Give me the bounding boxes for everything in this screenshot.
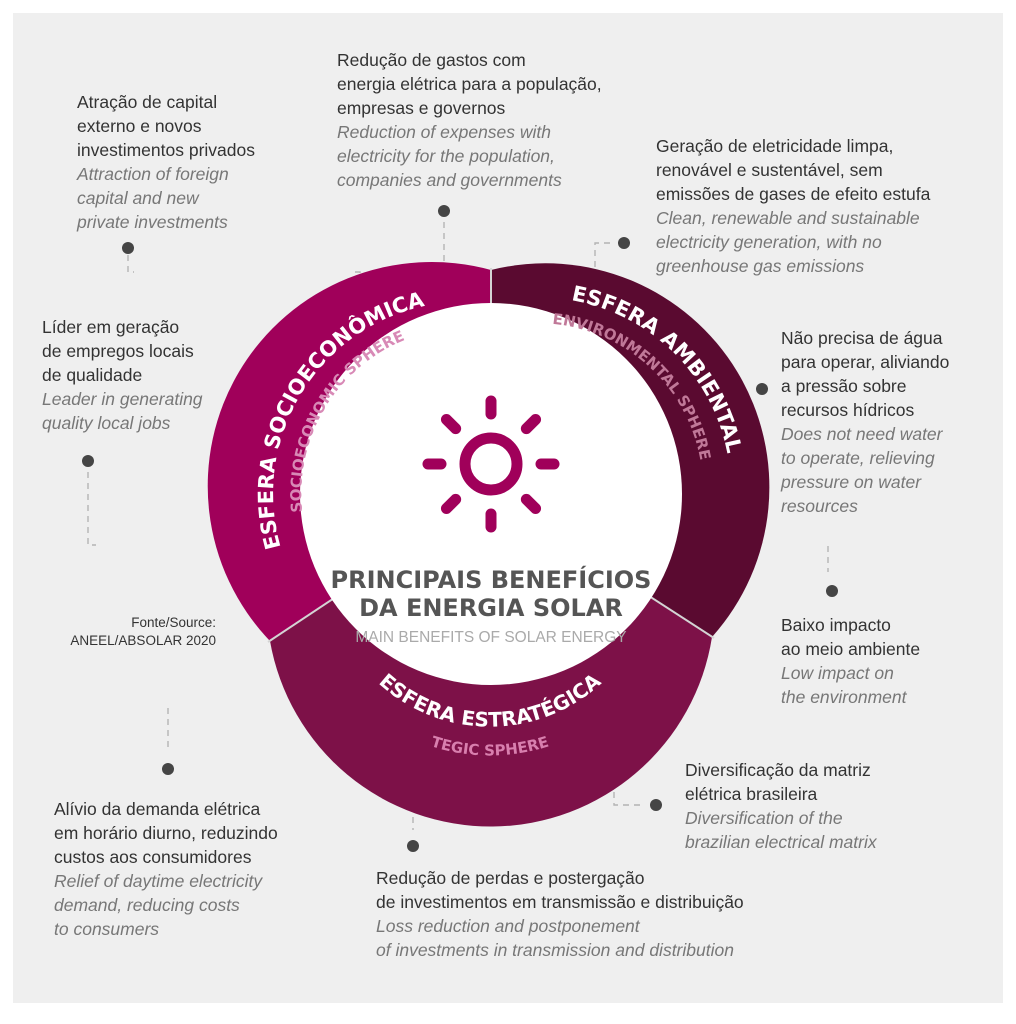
sun-ray [440, 413, 462, 435]
benefit-jobs-pt: Líder em geração de empregos locais de q… [42, 317, 194, 385]
benefit-losses-pt: Redução de perdas e postergação de inves… [376, 868, 744, 912]
benefit-diversification-pt: Diversificação da matriz elétrica brasil… [685, 760, 871, 804]
center-title-line1: PRINCIPAIS BENEFÍCIOS [331, 565, 652, 594]
dot-demand [162, 763, 174, 775]
dot-water [756, 383, 768, 395]
benefit-diversification-en: Diversification of the brazilian electri… [685, 808, 877, 852]
dot-clean [618, 237, 630, 249]
benefit-demand: Alívio da demanda elétrica em horário di… [54, 797, 278, 941]
benefit-expenses-en: Reduction of expenses with electricity f… [337, 122, 562, 190]
benefit-water-pt: Não precisa de água para operar, alivian… [781, 328, 950, 420]
benefit-capital-en: Attraction of foreign capital and new pr… [77, 164, 229, 232]
benefit-dots [82, 205, 838, 852]
benefit-demand-en: Relief of daytime electricity demand, re… [54, 871, 263, 939]
sun-ray [440, 493, 462, 515]
benefit-expenses: Redução de gastos com energia elétrica p… [337, 48, 602, 192]
sun-ray [520, 493, 542, 515]
dot-expenses [438, 205, 450, 217]
sun-icon [422, 395, 560, 533]
benefit-clean-pt: Geração de eletricidade limpa, renovável… [656, 136, 931, 204]
benefit-demand-pt: Alívio da demanda elétrica em horário di… [54, 799, 278, 867]
benefit-losses-en: Loss reduction and postponement of inves… [376, 916, 734, 960]
benefit-clean: Geração de eletricidade limpa, renovável… [656, 134, 930, 278]
benefit-impact: Baixo impacto ao meio ambiente Low impac… [781, 613, 920, 709]
benefit-capital: Atração de capital externo e novos inves… [77, 90, 255, 234]
benefit-impact-pt: Baixo impacto ao meio ambiente [781, 615, 921, 659]
center-subtitle: MAIN BENEFITS OF SOLAR ENERGY [355, 629, 626, 646]
dot-jobs [82, 455, 94, 467]
dot-capital [122, 242, 134, 254]
benefit-water-en: Does not need water to operate, relievin… [781, 424, 943, 516]
benefit-capital-pt: Atração de capital externo e novos inves… [77, 92, 255, 160]
benefit-expenses-pt: Redução de gastos com energia elétrica p… [337, 50, 602, 118]
connector-capital [127, 255, 134, 273]
connector-jobs [87, 472, 96, 546]
source-note: Fonte/Source: ANEEL/ABSOLAR 2020 [70, 615, 216, 648]
center-title-line2: DA ENERGIA SOLAR [359, 594, 623, 622]
benefit-clean-en: Clean, renewable and sustainable electri… [656, 208, 920, 276]
dot-diversification [650, 799, 662, 811]
benefit-jobs-en: Leader in generating quality local jobs [42, 389, 203, 433]
dot-impact [826, 585, 838, 597]
benefit-jobs: Líder em geração de empregos locais de q… [42, 315, 203, 435]
benefit-losses: Redução de perdas e postergação de inves… [376, 866, 744, 962]
sun-ray [520, 413, 542, 435]
dot-losses [407, 840, 419, 852]
benefit-water: Não precisa de água para operar, alivian… [781, 326, 949, 518]
benefit-diversification: Diversificação da matriz elétrica brasil… [685, 758, 877, 854]
benefit-impact-en: Low impact on the environment [781, 663, 907, 707]
